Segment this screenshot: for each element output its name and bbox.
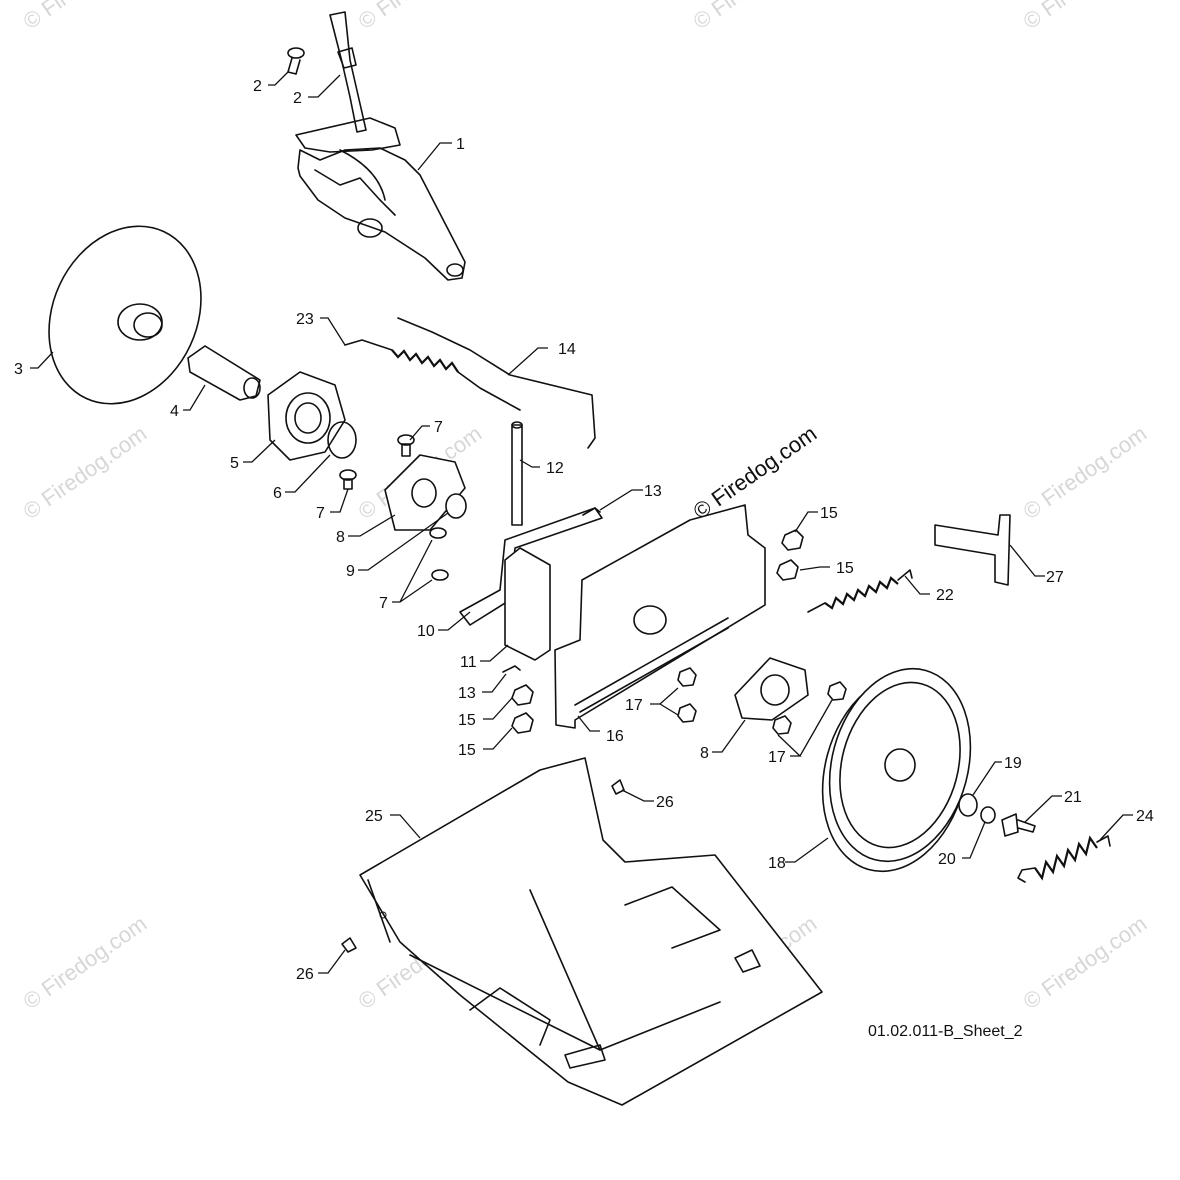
callout-20: 20 — [938, 851, 956, 868]
callout-23: 23 — [296, 311, 314, 328]
callout-15: 15 — [458, 712, 476, 729]
callout-15: 15 — [458, 742, 476, 759]
callout-13: 13 — [458, 685, 476, 702]
bottom-shield — [359, 757, 823, 1106]
watermark: © Firedog.com — [19, 0, 152, 34]
watermark: © Firedog.com — [19, 421, 152, 524]
nut-15-c — [511, 684, 534, 706]
spring-24 — [1017, 835, 1111, 883]
screw-26-b — [341, 937, 357, 953]
callout-22: 22 — [936, 587, 954, 604]
callout-17: 17 — [625, 697, 643, 714]
callout-17: 17 — [768, 749, 786, 766]
callout-5: 5 — [230, 455, 239, 472]
callout-11: 11 — [460, 654, 477, 671]
callout-1: 1 — [456, 136, 465, 153]
callout-14: 14 — [558, 341, 576, 358]
callout-15: 15 — [820, 505, 838, 522]
nut-15-d — [511, 712, 534, 734]
callout-13: 13 — [644, 483, 662, 500]
cotter-pin — [582, 507, 601, 516]
washer — [445, 493, 467, 519]
control-rod — [397, 317, 596, 449]
watermark: © Firedog.com — [1019, 0, 1152, 34]
callout-24: 24 — [1136, 808, 1154, 825]
screw-2 — [287, 47, 305, 75]
washer-20 — [980, 806, 996, 824]
nut-15-b — [776, 559, 799, 581]
flange-bearing-b — [734, 657, 809, 721]
watermark: © Firedog.com — [689, 421, 822, 524]
watermark: © Firedog.com — [689, 0, 822, 34]
callout-6: 6 — [273, 485, 282, 502]
nut-17 — [677, 667, 847, 735]
callout-7: 7 — [434, 419, 443, 436]
callout-21: 21 — [1064, 789, 1082, 806]
screw-2-b — [337, 47, 357, 69]
bolt-7-c — [429, 527, 449, 581]
callout-labels: 2 2 1 3 4 5 6 7 7 7 8 8 9 10 11 12 13 13… — [14, 78, 1154, 983]
mounting-plate — [554, 504, 766, 729]
spring-23 — [344, 339, 521, 411]
spring-22 — [807, 569, 913, 613]
watermark: © Firedog.com — [19, 911, 152, 1014]
bolt-7 — [397, 434, 415, 457]
shift-lever-plate — [459, 507, 603, 626]
bearing-housing — [267, 371, 346, 461]
friction-disc — [48, 225, 202, 405]
pulley — [821, 667, 972, 873]
callout-4: 4 — [170, 403, 179, 420]
sheet-id: 01.02.011-B_Sheet_2 — [868, 1023, 1023, 1040]
watermark: © Firedog.com — [1019, 911, 1152, 1014]
callout-8: 8 — [336, 529, 345, 546]
leader-lines — [30, 71, 1133, 974]
shift-lever-assembly — [295, 11, 466, 281]
callout-10: 10 — [417, 623, 435, 640]
watermark: © Firedog.com — [354, 0, 487, 34]
bracket-27 — [934, 514, 1011, 586]
flange-bearing — [384, 454, 466, 531]
callout-26: 26 — [296, 966, 314, 983]
bolt-7-b — [339, 469, 357, 490]
callout-2: 2 — [253, 78, 262, 95]
shift-rod — [511, 421, 523, 526]
callout-7: 7 — [316, 505, 325, 522]
callout-19: 19 — [1004, 755, 1022, 772]
nut-15 — [781, 529, 804, 551]
bolt-21 — [1001, 813, 1036, 837]
bracket — [504, 547, 551, 661]
callout-3: 3 — [14, 361, 23, 378]
retaining-ring — [327, 421, 357, 459]
callout-25: 25 — [365, 808, 383, 825]
callout-9: 9 — [346, 563, 355, 580]
cotter-pin-b — [502, 665, 521, 673]
callout-26: 26 — [656, 794, 674, 811]
callout-18: 18 — [768, 855, 786, 872]
washer-19 — [958, 793, 978, 817]
watermark: © Firedog.com — [1019, 421, 1152, 524]
callout-7: 7 — [379, 595, 388, 612]
callout-8: 8 — [700, 745, 709, 762]
callout-16: 16 — [606, 728, 624, 745]
callout-15: 15 — [836, 560, 854, 577]
screw-26 — [611, 779, 625, 795]
drive-shaft — [187, 345, 261, 401]
callout-27: 27 — [1046, 569, 1064, 586]
callout-2: 2 — [293, 90, 302, 107]
callout-12: 12 — [546, 460, 564, 477]
